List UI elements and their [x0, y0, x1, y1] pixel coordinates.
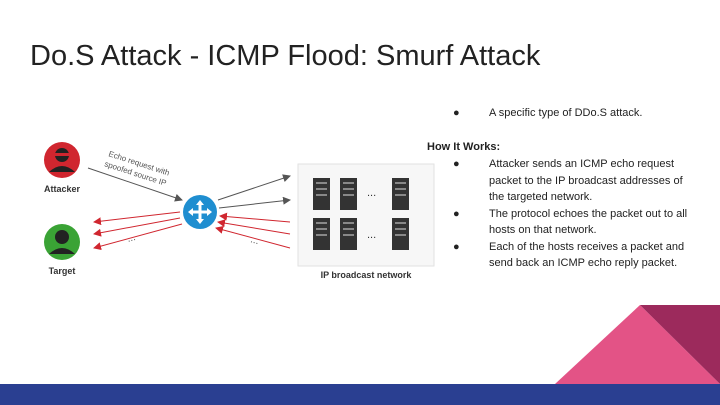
how-it-works-list: ● Attacker sends an ICMP echo request pac…: [453, 156, 693, 272]
server-icon: [313, 178, 330, 210]
echo-reply-arrow: [217, 219, 291, 235]
request-arrow: [87, 167, 183, 202]
bullet-dot: ●: [453, 158, 460, 170]
bullet-dot: ●: [453, 207, 460, 220]
servers-ellipsis: ...: [367, 187, 376, 199]
list-item: ● Each of the hosts receives a packet and…: [453, 239, 693, 272]
bullet-dot: ●: [453, 240, 460, 253]
server-icon: [340, 178, 357, 210]
echo-reply-arrow: [219, 212, 291, 223]
smurf-attack-diagram: Attacker Target Echo request with spoofe…: [44, 142, 435, 280]
list-item-text: Attacker sends an ICMP echo request pack…: [489, 158, 683, 203]
server-icon: [392, 178, 409, 210]
network-label: IP broadcast network: [321, 270, 413, 280]
list-item-text: The protocol echoes the packet out to al…: [489, 207, 688, 237]
reply-arrow: [93, 223, 183, 251]
broadcast-arrow: [218, 196, 291, 209]
how-it-works-heading: How It Works:: [427, 141, 501, 153]
echo-reply-arrow: [215, 225, 291, 249]
ellipsis-right: ...: [249, 234, 260, 247]
footer-bar: [0, 384, 720, 405]
reply-arrow: [93, 217, 181, 237]
list-item: ● Attacker sends an ICMP echo request pac…: [453, 156, 693, 206]
server-icon: [313, 218, 330, 250]
server-icon: [340, 218, 357, 250]
target-label: Target: [49, 266, 76, 276]
target-icon: [44, 224, 80, 260]
attacker-label: Attacker: [44, 184, 81, 194]
broadcast-arrow: [217, 174, 291, 201]
router-icon: [183, 195, 217, 229]
ellipsis-left: ...: [126, 232, 137, 245]
list-item-text: Each of the hosts receives a packet and …: [489, 240, 685, 270]
attacker-icon: [44, 142, 80, 178]
server-icon: [392, 218, 409, 250]
slide-title: Do.S Attack - ICMP Flood: Smurf Attack: [30, 40, 541, 72]
reply-arrow: [93, 211, 181, 226]
bullet-dot: ●: [453, 107, 460, 119]
servers-ellipsis: ...: [367, 229, 376, 241]
list-item: ● The protocol echoes the packet out to a…: [453, 206, 693, 239]
intro-bullet-text: A specific type of DDo.S attack.: [489, 107, 643, 119]
